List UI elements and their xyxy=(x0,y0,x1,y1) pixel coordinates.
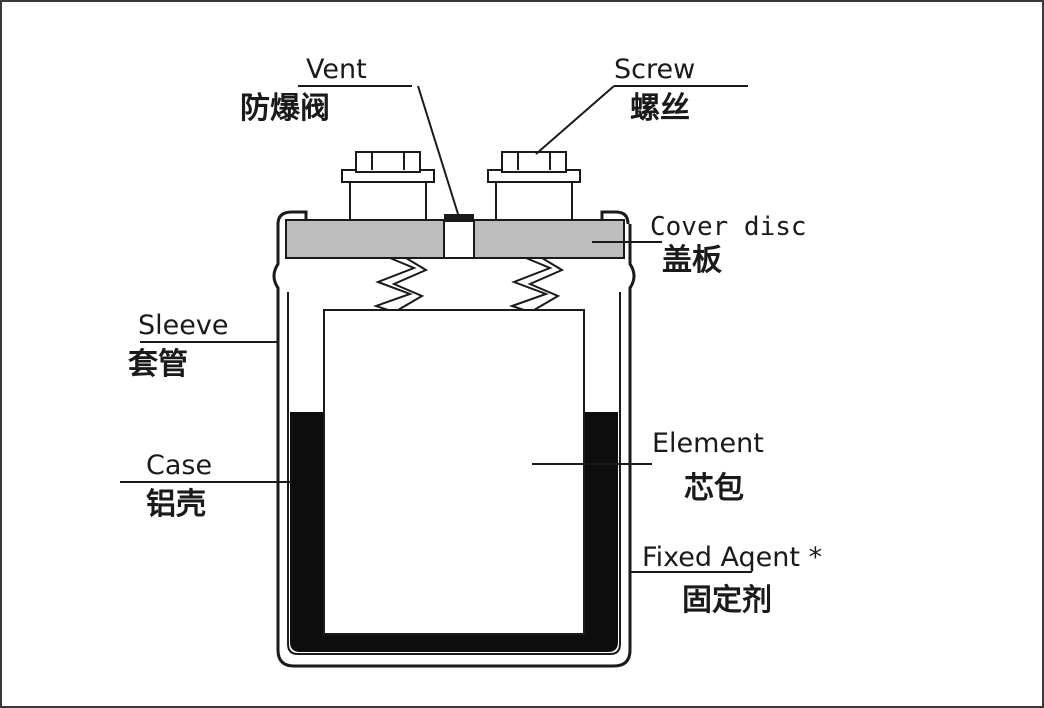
sleeve-outline xyxy=(272,210,636,668)
vent-label-zh: 防爆阀 xyxy=(240,91,330,126)
left-screw xyxy=(341,151,435,221)
cover-disc-label-zh: 盖板 xyxy=(662,243,722,278)
left-lead xyxy=(372,257,417,311)
element-body xyxy=(323,309,585,635)
right-lead xyxy=(508,257,553,311)
left-lead-2 xyxy=(391,257,429,311)
sleeve-label-en: Sleeve xyxy=(138,310,229,341)
element-label-zh: 芯包 xyxy=(684,471,744,506)
fixed-agent-fill xyxy=(290,412,618,652)
element-label-en: Element xyxy=(652,428,764,459)
case-label-zh: 铝壳 xyxy=(146,487,206,522)
cover-disc-left xyxy=(285,219,445,259)
cover-disc-right xyxy=(473,219,625,259)
right-lead-2 xyxy=(527,257,565,311)
sleeve-label-zh: 套管 xyxy=(128,347,188,382)
fixed-agent-label-zh: 固定剂 xyxy=(682,583,772,618)
right-screw xyxy=(487,151,581,221)
fixed-agent-label-en: Fixed Aqent * xyxy=(642,542,823,573)
case-inner-wall xyxy=(287,292,621,655)
vent-hole xyxy=(444,214,474,222)
screw-label-zh: 螺丝 xyxy=(630,91,690,126)
cover-disc-label-en: Cover disc xyxy=(650,212,807,242)
case-label-en: Case xyxy=(146,450,213,481)
screw-label-en: Screw xyxy=(614,54,696,85)
vent-label-en: Vent xyxy=(306,54,367,85)
vent-leader xyxy=(417,85,459,215)
screw-leader xyxy=(535,85,615,155)
